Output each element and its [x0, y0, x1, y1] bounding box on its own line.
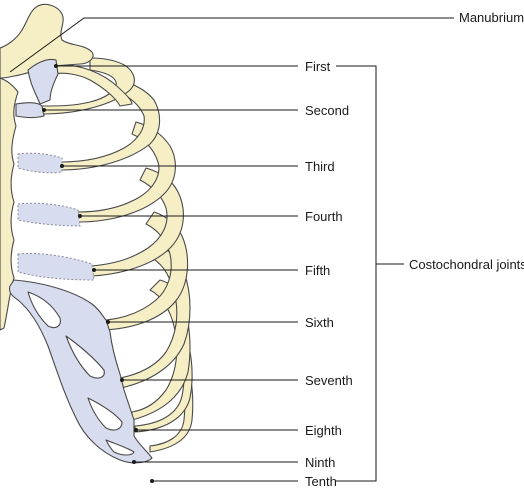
label-first: First: [305, 59, 331, 74]
label-fifth: Fifth: [305, 263, 330, 278]
joint-dot-third: [60, 164, 64, 168]
joint-dot-first: [54, 64, 58, 68]
label-seventh: Seventh: [305, 373, 353, 388]
rib-first: [51, 64, 133, 107]
cartilage-third: [17, 152, 63, 174]
label-tenth: Tenth: [305, 474, 337, 489]
cartilage-gap-1: [27, 291, 61, 329]
joint-dot-fifth: [92, 268, 96, 272]
rib-eighth: [131, 279, 191, 421]
joint-dots: [42, 64, 154, 483]
cartilage-first: [27, 58, 59, 105]
ribs-group: [41, 57, 194, 453]
label-second: Second: [305, 103, 349, 118]
cartilage-gap-4: [105, 439, 135, 456]
labels-group: Manubrium First Second Third Fourth Fift…: [305, 10, 524, 489]
label-costochondral-joints: Costochondral joints: [409, 257, 524, 272]
group-bracket: [336, 65, 377, 482]
joint-dot-tenth: [150, 479, 154, 483]
joint-dot-ninth: [132, 460, 136, 464]
costal-margin: [8, 279, 153, 464]
cartilage-fifth: [17, 253, 95, 281]
rib-fourth: [77, 121, 176, 223]
label-sixth: Sixth: [305, 315, 334, 330]
joint-dot-fourth: [78, 214, 82, 218]
label-eighth: Eighth: [305, 423, 342, 438]
leader-manubrium: [9, 17, 454, 73]
cartilages-group: [8, 58, 153, 464]
cartilage-fourth: [17, 202, 81, 227]
label-third: Third: [305, 159, 335, 174]
joint-dot-eighth: [134, 428, 138, 432]
cartilage-gap-3: [87, 397, 123, 431]
cartilage-second: [15, 102, 45, 119]
label-fourth: Fourth: [305, 209, 343, 224]
joint-dot-seventh: [120, 378, 124, 382]
joint-dot-second: [42, 108, 46, 112]
leader-lines: [9, 17, 454, 482]
label-manubrium: Manubrium: [459, 10, 524, 25]
cartilage-gap-2: [65, 335, 105, 379]
sternum-body: [0, 77, 19, 331]
joint-dot-sixth: [106, 320, 110, 324]
label-ninth: Ninth: [305, 455, 335, 470]
